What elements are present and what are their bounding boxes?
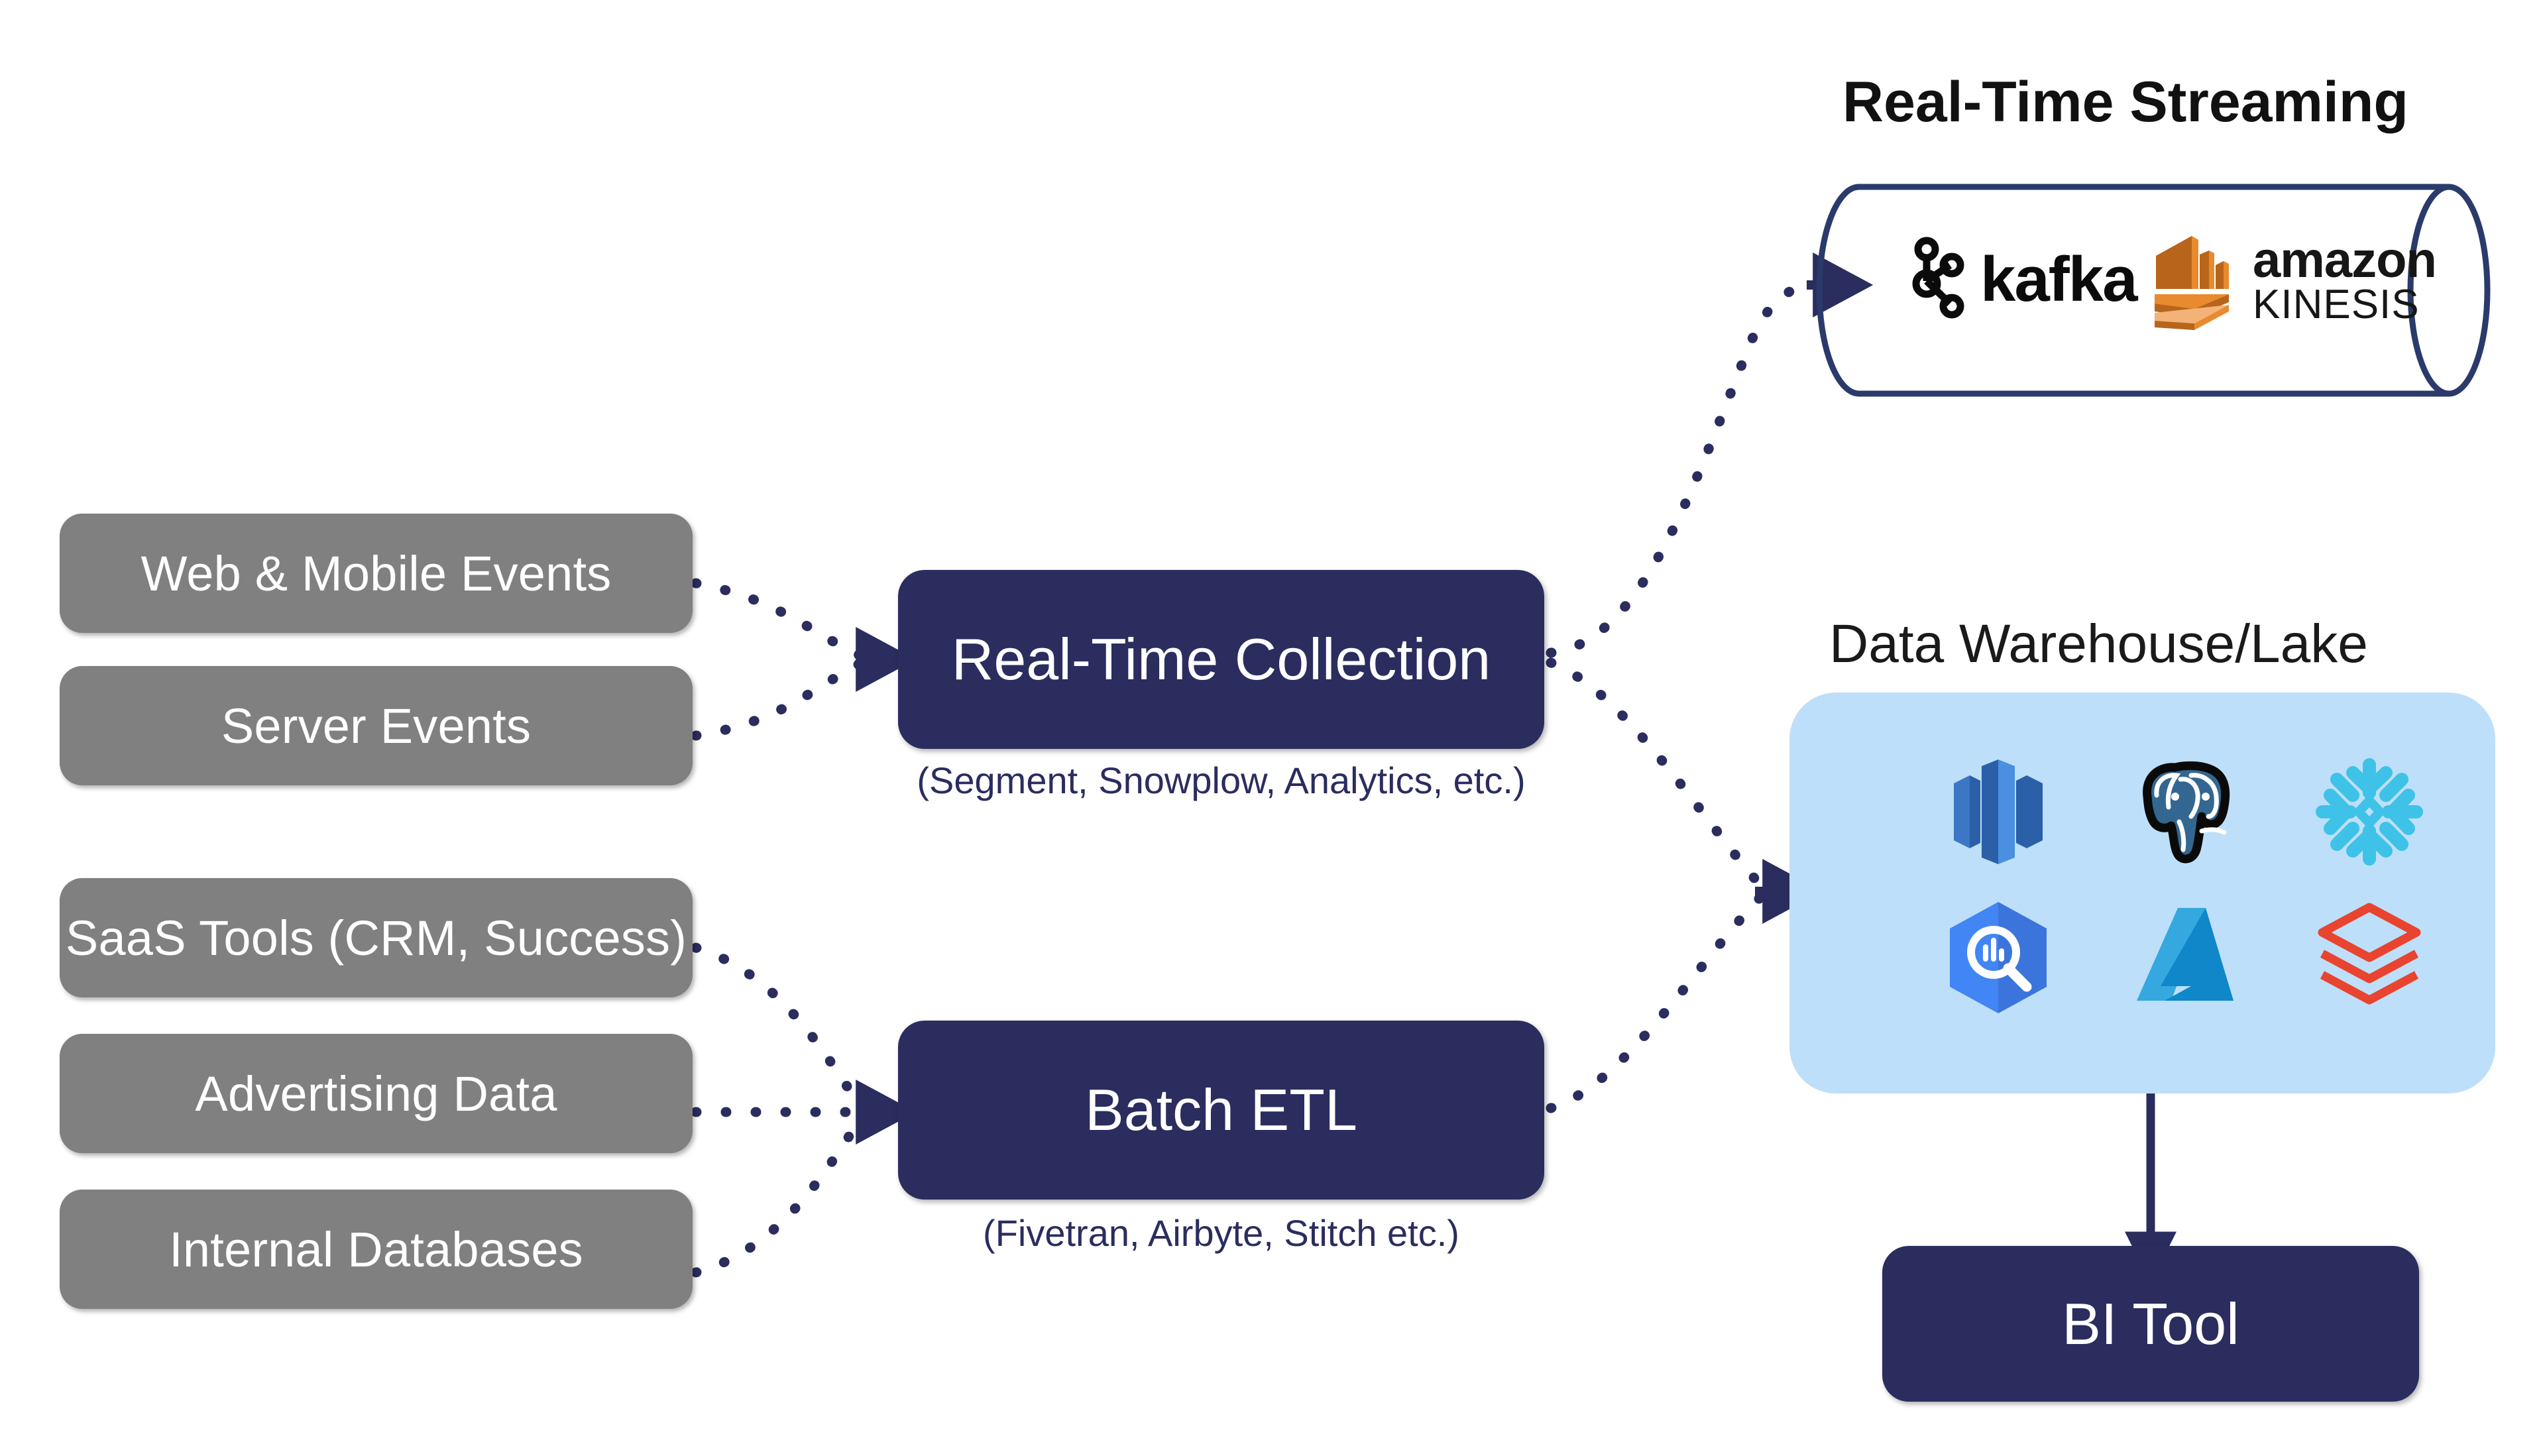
process-label: Real-Time Collection	[951, 626, 1491, 692]
source-box-internal-databases[interactable]: Internal Databases	[60, 1190, 693, 1309]
edge-server-to-rtc	[691, 657, 867, 741]
postgresql-logo	[2111, 742, 2257, 881]
amazon-redshift-logo	[1925, 742, 2071, 881]
streaming-heading: Real-Time Streaming	[1842, 70, 2408, 134]
edge-etl-to-warehouse	[1546, 889, 1768, 1113]
kafka-mark	[1912, 237, 1964, 319]
source-label: Advertising Data	[195, 1066, 557, 1121]
process-label: Batch ETL	[1085, 1077, 1357, 1143]
edge-db-to-etl	[691, 1112, 867, 1278]
kinesis-wordmark-amazon: amazon	[2253, 231, 2437, 288]
microsoft-azure-logo	[2111, 888, 2257, 1027]
edge-saas-to-etl	[691, 942, 867, 1113]
source-box-saas-tools[interactable]: SaaS Tools (CRM, Success)	[60, 878, 693, 997]
kafka-logo: kafka	[1909, 237, 2138, 322]
edge-rtc-to-warehouse	[1546, 657, 1768, 893]
snowflake-logo	[2296, 742, 2442, 881]
output-label: BI Tool	[2062, 1290, 2239, 1357]
warehouse-logo-grid	[1925, 742, 2442, 1027]
edge-web-to-rtc	[691, 578, 867, 661]
source-label: Server Events	[221, 698, 532, 754]
amazon-kinesis-logo: amazon KINESIS	[2151, 231, 2437, 330]
kinesis-wordmark-kinesis: KINESIS	[2253, 281, 2420, 327]
source-box-server-events[interactable]: Server Events	[60, 666, 693, 785]
process-caption-batch-etl: (Fivetran, Airbyte, Stitch etc.)	[983, 1212, 1459, 1254]
source-box-web-mobile-events[interactable]: Web & Mobile Events	[60, 514, 693, 633]
output-box-bi-tool[interactable]: BI Tool	[1882, 1246, 2419, 1402]
process-box-batch-etl[interactable]: Batch ETL	[898, 1021, 1544, 1200]
kafka-wordmark: kafka	[1980, 244, 2138, 315]
edge-rtc-to-streaming	[1546, 280, 1821, 658]
kinesis-mark	[2155, 236, 2229, 330]
warehouse-heading: Data Warehouse/Lake	[1829, 614, 2368, 674]
source-label: Internal Databases	[169, 1221, 583, 1277]
process-caption-real-time-collection: (Segment, Snowplow, Analytics, etc.)	[917, 759, 1526, 801]
source-box-advertising-data[interactable]: Advertising Data	[60, 1034, 693, 1153]
databricks-logo	[2296, 888, 2442, 1027]
source-label: Web & Mobile Events	[141, 545, 612, 601]
source-label: SaaS Tools (CRM, Success)	[65, 910, 687, 966]
warehouse-panel	[1789, 693, 2495, 1093]
process-box-real-time-collection[interactable]: Real-Time Collection	[898, 570, 1544, 749]
google-bigquery-logo	[1925, 888, 2071, 1027]
streaming-cylinder	[1816, 184, 2491, 397]
